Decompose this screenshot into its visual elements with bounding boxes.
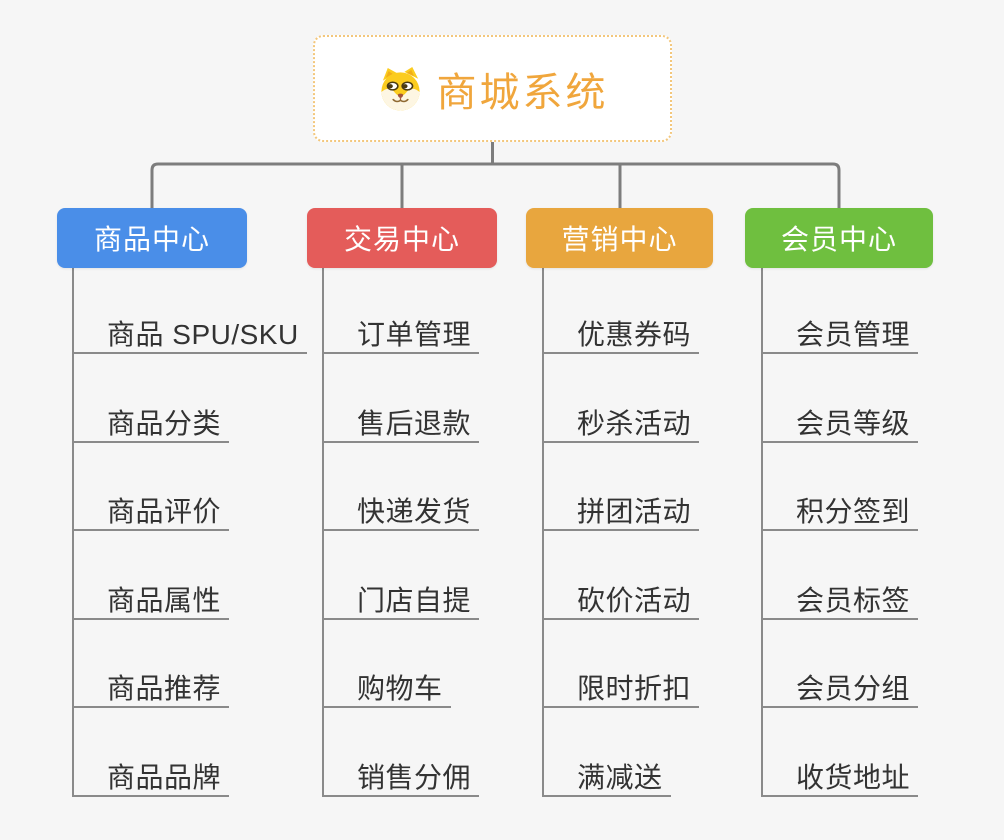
child-topic[interactable]: 会员管理 (762, 316, 919, 354)
child-topic[interactable]: 会员等级 (762, 405, 919, 443)
child-topic[interactable]: 满减送 (543, 759, 671, 797)
child-topic[interactable]: 购物车 (323, 670, 451, 708)
shiba-dog-icon (377, 65, 424, 112)
child-topic[interactable]: 秒杀活动 (543, 405, 700, 443)
child-topic[interactable]: 优惠券码 (543, 316, 700, 354)
child-topic[interactable]: 限时折扣 (543, 670, 700, 708)
child-topic[interactable]: 商品 SPU/SKU (73, 316, 307, 354)
child-topic[interactable]: 商品推荐 (73, 670, 230, 708)
branch-topic-trade-center[interactable]: 交易中心 (307, 208, 497, 268)
child-topic[interactable]: 售后退款 (323, 405, 480, 443)
branch-trunks (72, 268, 763, 797)
child-topic[interactable]: 砍价活动 (543, 582, 700, 620)
child-topic[interactable]: 会员标签 (762, 582, 919, 620)
child-topic[interactable]: 商品品牌 (73, 759, 230, 797)
child-topic[interactable]: 收货地址 (762, 759, 919, 797)
branch-topic-member-center[interactable]: 会员中心 (745, 208, 933, 268)
branch-topic-product-center[interactable]: 商品中心 (57, 208, 247, 268)
branch-topic-marketing-center[interactable]: 营销中心 (526, 208, 713, 268)
child-topic[interactable]: 拼团活动 (543, 493, 700, 531)
connector-tree (150, 140, 841, 210)
root-topic-label: 商城系统 (436, 70, 609, 115)
child-topic[interactable]: 商品评价 (73, 493, 230, 531)
child-topic[interactable]: 订单管理 (323, 316, 480, 354)
child-topic[interactable]: 快递发货 (323, 493, 480, 531)
child-topic[interactable]: 销售分佣 (323, 759, 480, 797)
child-topic[interactable]: 商品分类 (73, 405, 230, 443)
child-topic[interactable]: 积分签到 (762, 493, 919, 531)
child-topic[interactable]: 会员分组 (762, 670, 919, 708)
child-topic[interactable]: 门店自提 (323, 582, 480, 620)
child-topic[interactable]: 商品属性 (73, 582, 230, 620)
root-topic[interactable]: 商城系统 (313, 35, 672, 142)
